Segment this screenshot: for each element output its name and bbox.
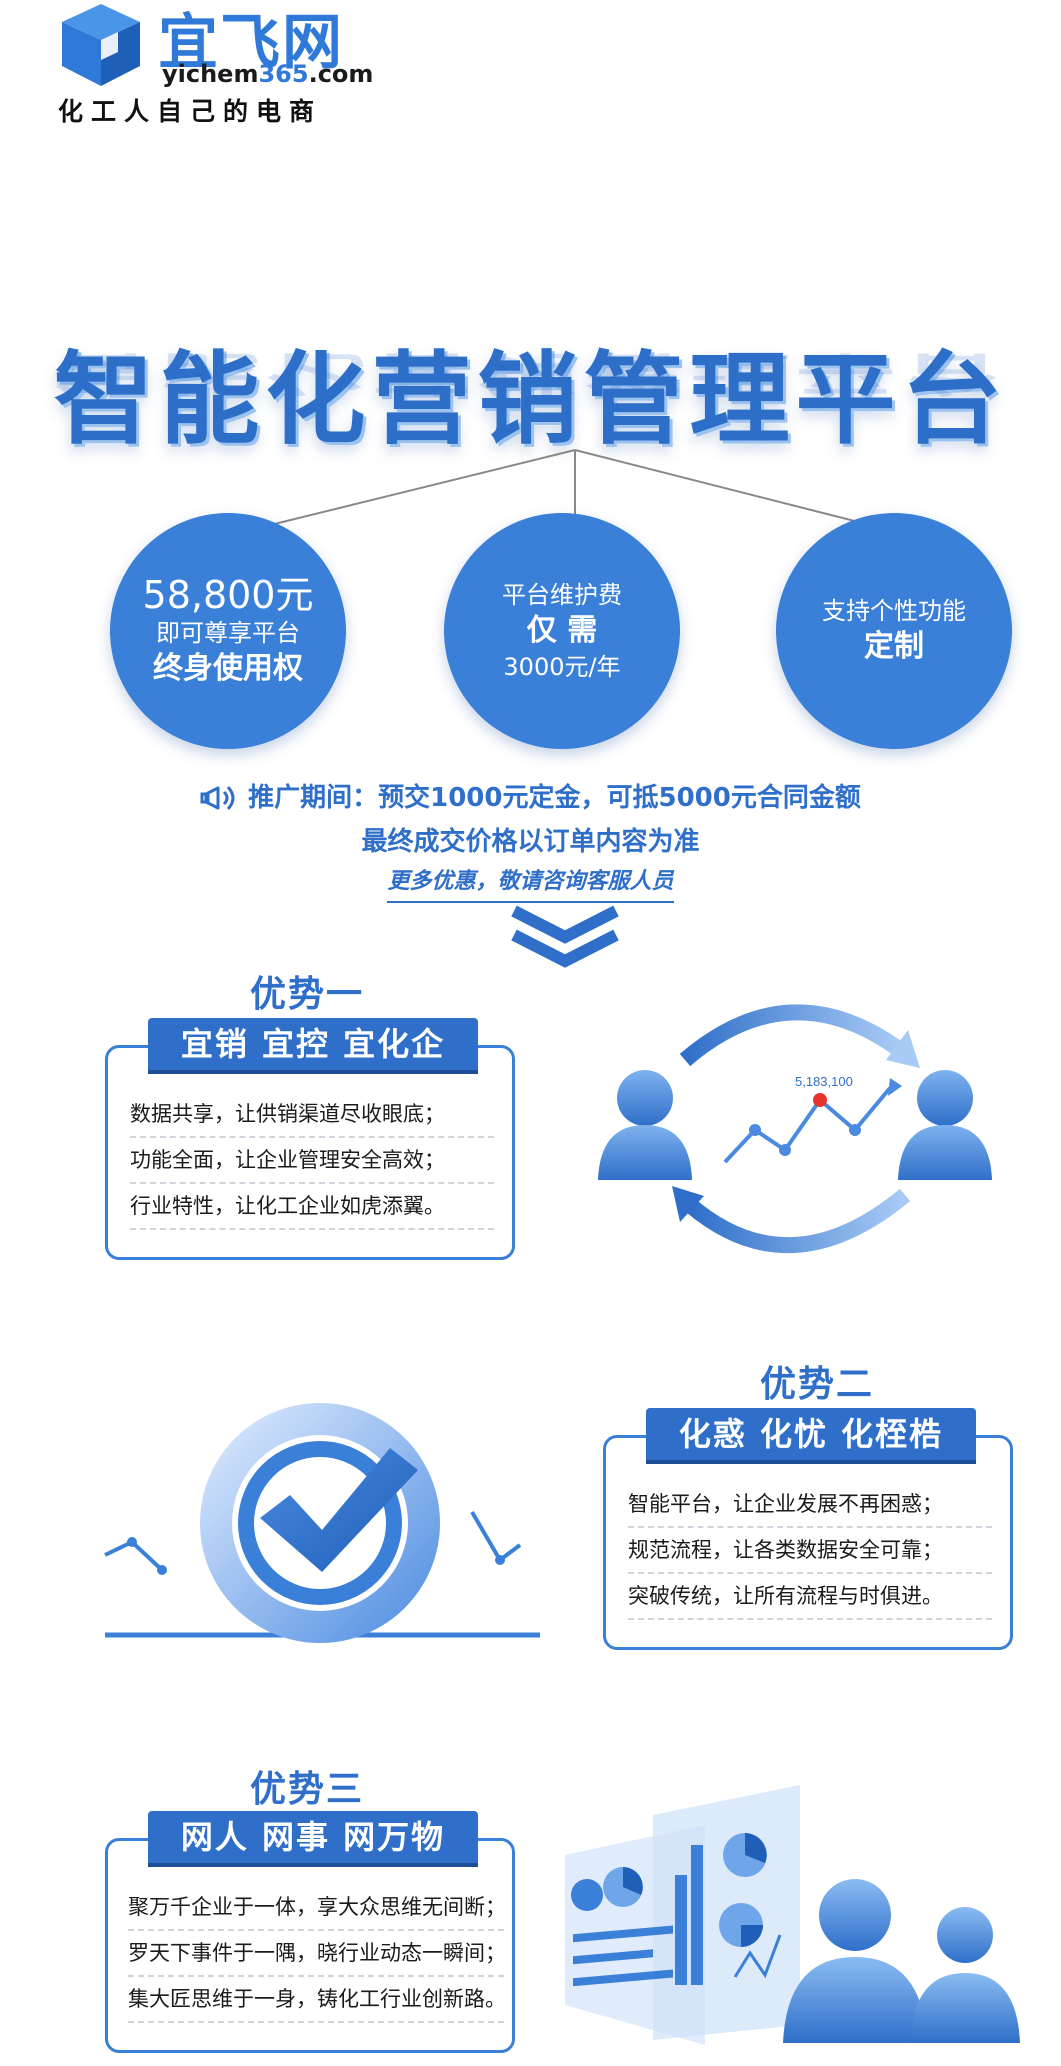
- price-value: 58,800元: [142, 573, 314, 617]
- advantage-1-line: 功能全面，让企业管理安全高效；: [130, 1138, 494, 1184]
- promo-line2: 最终成交价格以订单内容为准: [361, 827, 700, 857]
- maintenance-only: 仅 需: [526, 613, 598, 648]
- chart-value-label: 5,183,100: [795, 1074, 853, 1089]
- advantage-2-banner: 化惑 化忧 化桎梏: [646, 1408, 976, 1460]
- advantage-1-banner: 宜销 宜控 宜化企: [148, 1018, 478, 1070]
- advantage-1-box: 宜销 宜控 宜化企 数据共享，让供销渠道尽收眼底； 功能全面，让企业管理安全高效…: [105, 1018, 515, 1260]
- promo-section: 推广期间：预交1000元定金，可抵5000元合同金额 最终成交价格以订单内容为准…: [0, 780, 1061, 903]
- promo-line1: 推广期间：预交1000元定金，可抵5000元合同金额: [248, 783, 861, 813]
- cube-logo-icon: [62, 4, 140, 86]
- custom-bold: 定制: [864, 629, 924, 664]
- logo[interactable]: 宜飞网 yichem365.com 化工人自己的电商: [58, 0, 373, 126]
- advantage-2-box: 化惑 化忧 化桎梏 智能平台，让企业发展不再困惑； 规范流程，让各类数据安全可靠…: [603, 1408, 1013, 1650]
- advantage-2-line: 突破传统，让所有流程与时俱进。: [628, 1574, 992, 1620]
- megaphone-icon: [200, 785, 235, 811]
- advantage-2-title: 优势二: [760, 1364, 875, 1405]
- custom-circle: 支持个性功能 定制: [776, 513, 1012, 749]
- advantage-2-line: 智能平台，让企业发展不再困惑；: [628, 1482, 992, 1528]
- advantage-1-line: 行业特性，让化工企业如虎添翼。: [130, 1184, 494, 1230]
- advantage-1-title: 优势一: [250, 974, 365, 1015]
- maintenance-label: 平台维护费: [502, 581, 622, 609]
- double-chevron-down-icon: [511, 905, 619, 968]
- maintenance-fee: 3000元/年: [503, 653, 621, 681]
- price-desc: 即可尊享平台: [156, 619, 300, 647]
- advantage-3-line: 聚万千企业于一体，享大众思维无间断；: [128, 1885, 506, 1931]
- data-sharing-illustration: 5,183,100: [598, 1004, 992, 1254]
- advantage-2-line: 规范流程，让各类数据安全可靠；: [628, 1528, 992, 1574]
- brand-domain: yichem365.com: [162, 60, 374, 88]
- maintenance-circle: 平台维护费 仅 需 3000元/年: [444, 513, 680, 749]
- price-circle: 58,800元 即可尊享平台 终身使用权: [110, 513, 346, 749]
- network-data-illustration: [565, 1785, 1020, 2045]
- page-title-reflection: 智能化营销管理平台: [53, 347, 1008, 400]
- advantage-3-banner: 网人 网事 网万物: [148, 1811, 478, 1863]
- advantage-3-line: 罗天下事件于一隅，晓行业动态一瞬间；: [128, 1931, 506, 1977]
- brand-name: 宜飞网: [158, 8, 344, 78]
- advantage-3-box: 网人 网事 网万物 聚万千企业于一体，享大众思维无间断； 罗天下事件于一隅，晓行…: [105, 1811, 515, 2053]
- advantage-1-line: 数据共享，让供销渠道尽收眼底；: [130, 1092, 494, 1138]
- checkmark-illustration: [104, 1403, 540, 1643]
- custom-label: 支持个性功能: [822, 597, 966, 625]
- advantage-3-title: 优势三: [250, 1769, 365, 1810]
- page-title: 智能化营销管理平台: [53, 341, 1008, 458]
- brand-slogan: 化工人自己的电商: [58, 97, 323, 126]
- advantage-3-line: 集大匠思维于一身，铸化工行业创新路。: [128, 1977, 506, 2023]
- connector-lines: [249, 449, 891, 530]
- promo-more-link[interactable]: 更多优惠，敬请咨询客服人员: [387, 865, 674, 903]
- price-right: 终身使用权: [153, 651, 303, 686]
